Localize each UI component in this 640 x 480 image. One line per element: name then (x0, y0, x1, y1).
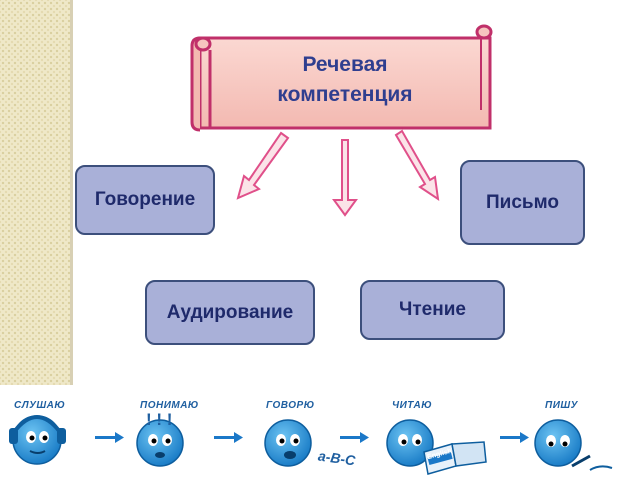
node-reading: Чтение (360, 280, 505, 340)
step-label-speak: ГОВОРЮ (266, 400, 315, 411)
book-icon (423, 441, 487, 475)
flow-arrow-2 (214, 432, 243, 443)
writing-face-icon (534, 419, 582, 467)
step-label-understand: ПОНИМАЮ (140, 400, 199, 411)
reading-face-icon (386, 419, 434, 467)
scroll-banner (190, 24, 493, 132)
understanding-face-icon (136, 419, 184, 467)
step-label-read: ЧИТАЮ (392, 400, 433, 411)
title-line-2: компетенция (277, 83, 413, 106)
flow-arrow-1 (95, 432, 124, 443)
decorative-side-strip (0, 0, 73, 385)
speaking-face-icon (264, 419, 312, 467)
title-line-1: Речевая (302, 53, 388, 76)
flow-arrow-4 (500, 432, 529, 443)
arrow-left (236, 131, 290, 200)
node-speaking: Говорение (75, 165, 215, 235)
pen-icon (571, 454, 613, 471)
step-label-write: ПИШУ (545, 400, 578, 411)
flow-arrow-3 (340, 432, 369, 443)
competence-title: Речевая компетенция (210, 50, 480, 110)
step-label-listen: СЛУШАЮ (14, 400, 66, 411)
arrow-center (332, 139, 358, 217)
listening-face-icon (9, 415, 66, 465)
node-writing: Письмо (460, 160, 585, 245)
node-listening: Аудирование (145, 280, 315, 345)
exclaim-marks: ! ! ! (146, 410, 173, 429)
arrow-right (394, 129, 440, 202)
